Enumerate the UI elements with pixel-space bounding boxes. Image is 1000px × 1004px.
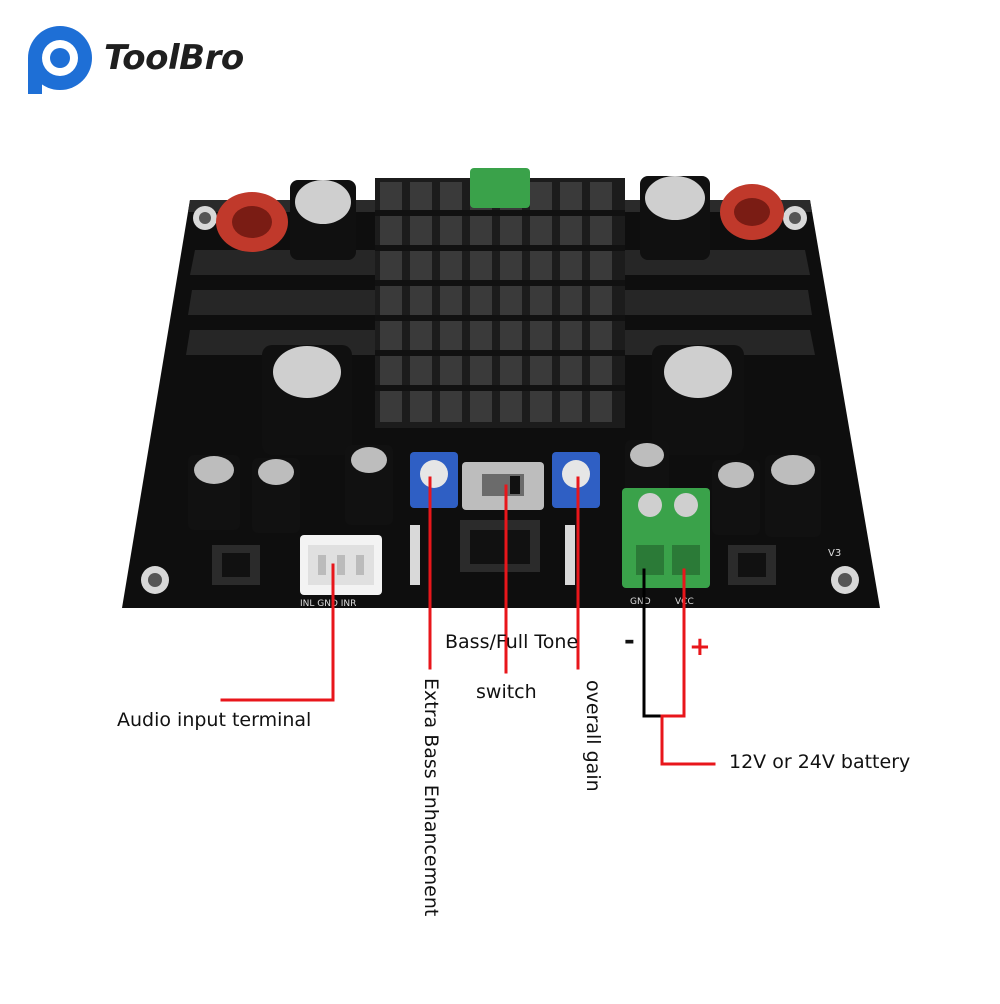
- capacitors-small: [188, 440, 821, 537]
- label-audio-input: Audio input terminal: [117, 709, 312, 731]
- tone-slide-switch: [462, 462, 544, 510]
- input-connector: [300, 535, 382, 595]
- label-tone-switch-line2: switch: [476, 681, 537, 703]
- minus-sign: -: [624, 626, 635, 656]
- wire-positive: [662, 568, 686, 718]
- capacitor-mid-right: [652, 345, 744, 455]
- power-terminal: [622, 488, 710, 588]
- terminal-gnd-label: GND: [630, 597, 651, 607]
- wire-negative: [642, 568, 666, 718]
- inductor-right: [720, 184, 784, 240]
- p-logo-icon: [28, 26, 92, 94]
- capacitor-top-left: [290, 180, 356, 260]
- callout-line-audio-input: [220, 563, 335, 702]
- capacitor-top-right: [640, 176, 710, 260]
- label-tone-switch-line1: Bass/Full Tone: [445, 631, 579, 653]
- label-battery: 12V or 24V battery: [729, 751, 911, 773]
- pot-overall-gain: [552, 452, 600, 508]
- board-version-mark: V3: [828, 548, 841, 559]
- plus-sign: +: [689, 632, 711, 662]
- callout-line-battery: [660, 714, 716, 766]
- label-overall-gain: overall gain: [582, 680, 604, 792]
- brand-name: ToolBro: [104, 38, 244, 78]
- input-connector-pins: INL GND INR: [300, 599, 356, 609]
- pot-extra-bass: [410, 452, 458, 508]
- label-extra-bass: Extra Bass Enhancement: [420, 678, 442, 917]
- inductor-left: [216, 192, 288, 252]
- capacitor-mid-left: [262, 345, 352, 455]
- smd-components: [212, 520, 776, 585]
